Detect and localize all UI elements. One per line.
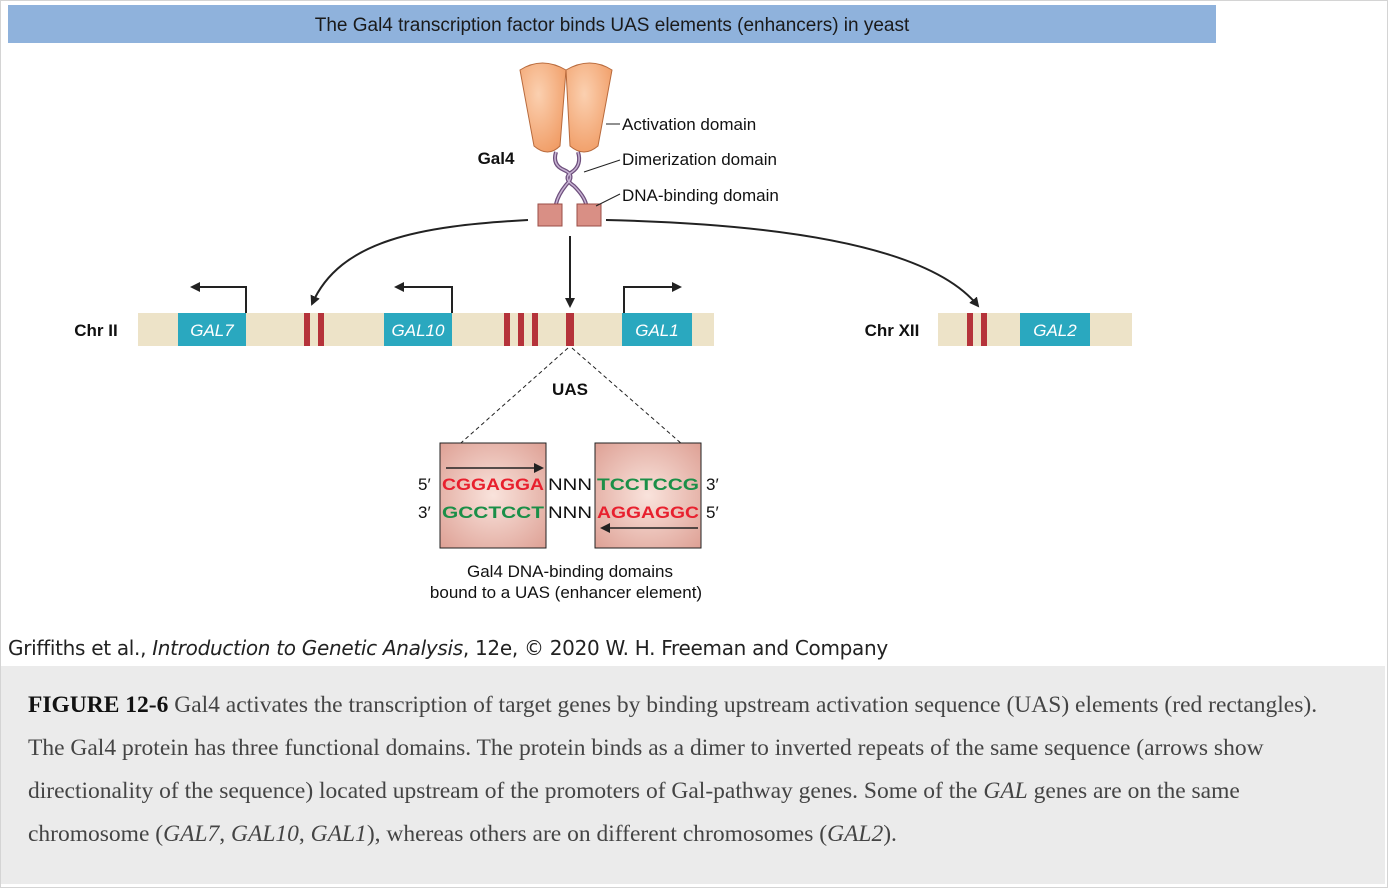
uas-caption-line2: bound to a UAS (enhancer element) (430, 583, 702, 602)
uas-mark (318, 313, 324, 346)
sequence-top-left: CGGAGGA (442, 475, 544, 494)
gal4-diagram: The Gal4 transcription factor binds UAS … (8, 5, 1216, 602)
caption-text: genes are on the same chromosome ( (28, 778, 1240, 847)
gene-label-gal1: GAL1 (635, 321, 678, 340)
zoom-line-left (443, 347, 569, 459)
uas-mark (504, 313, 510, 346)
credit-publisher: , 12e, © 2020 W. H. Freeman and Company (462, 636, 888, 660)
uas-label-bg (544, 377, 596, 401)
chromosome-xii: Chr XII GAL2 (865, 313, 1132, 346)
gene-box-gal2 (1020, 313, 1090, 346)
uas-detail: UAS 5′ CGGAGGA NNN TCCTCCG 3′ 3′ GCCTCCT… (418, 347, 719, 602)
caption-text: ), whereas others are on different chrom… (366, 821, 828, 847)
credit-book-title: Introduction to Genetic Analysis (152, 636, 463, 660)
dna-binding-domain-box-right (594, 442, 702, 549)
caption-text: ). (883, 821, 897, 847)
chromosome-ii: Chr II GAL7 GAL10 GAL1 (74, 282, 714, 346)
strand-end-label: 3′ (418, 503, 431, 522)
caption-gene: GAL (983, 778, 1028, 804)
gal4-protein: Gal4 Activation domain Dimerization doma… (478, 62, 779, 227)
zoom-line-right (571, 347, 699, 459)
sequence-bottom-left: GCCTCCT (442, 503, 545, 522)
caption-gene: GAL10 (231, 821, 299, 847)
gene-label-gal2: GAL2 (1033, 321, 1077, 340)
dna-binding-domain-box-left (439, 442, 547, 549)
strand-end-label: 5′ (706, 503, 719, 522)
dna-binding-domain-right (576, 203, 602, 227)
gene-box-gal1 (622, 313, 692, 346)
title-banner (8, 5, 1216, 43)
chr-xii-label: Chr XII (865, 321, 920, 340)
dna-binding-domain-left (537, 203, 563, 227)
caption-text: Gal4 activates the transcription of targ… (28, 692, 1318, 804)
uas-mark (981, 313, 987, 346)
strand-end-label: 5′ (418, 475, 431, 494)
activation-domain-label: Activation domain (622, 115, 756, 134)
sequence-top-right: TCCTCCG (597, 475, 699, 494)
binding-arrow-right (605, 219, 980, 308)
uas-mark (566, 313, 574, 346)
dna-binding-leader (595, 193, 621, 207)
source-credit: Griffiths et al., Introduction to Geneti… (8, 636, 888, 660)
gene-box-gal10 (384, 313, 452, 346)
activation-domain-left (519, 62, 567, 153)
figure-caption: FIGURE 12-6 Gal4 activates the transcrip… (28, 684, 1348, 856)
strand-end-label: 3′ (706, 475, 719, 494)
caption-gene: GAL1 (310, 821, 367, 847)
promoter-arrow-gal10 (394, 282, 453, 313)
uas-mark (304, 313, 310, 346)
binding-arrow-left (310, 219, 529, 306)
promoter-arrow-gal1 (623, 282, 682, 313)
credit-authors: Griffiths et al., (8, 636, 153, 660)
gene-label-gal10: GAL10 (392, 321, 445, 340)
dna-binding-domain-label: DNA-binding domain (622, 186, 779, 205)
uas-mark (532, 313, 538, 346)
sequence-bottom-right: AGGAGGC (597, 503, 699, 522)
caption-text: , (298, 821, 311, 847)
caption-text: , (219, 821, 231, 847)
gene-label-gal7: GAL7 (190, 321, 234, 340)
dimerization-leader (583, 159, 621, 173)
caption-gene: GAL7 (163, 821, 220, 847)
chr-ii-label: Chr II (74, 321, 117, 340)
uas-mark (967, 313, 973, 346)
promoter-arrow-gal7 (190, 282, 247, 313)
gal4-label: Gal4 (478, 149, 515, 168)
banner-title: The Gal4 transcription factor binds UAS … (315, 15, 910, 36)
uas-caption-line1: Gal4 DNA-binding domains (467, 562, 673, 581)
uas-label: UAS (552, 380, 588, 399)
figure-label: FIGURE 12-6 (28, 692, 169, 718)
dimerization-domain-label: Dimerization domain (622, 150, 777, 169)
uas-mark (518, 313, 524, 346)
caption-gene: GAL2 (827, 821, 884, 847)
spacer-bottom: NNN (548, 503, 592, 522)
caption-background (1, 666, 1385, 884)
spacer-top: NNN (548, 475, 592, 494)
activation-domain-right (565, 62, 613, 153)
gene-box-gal7 (178, 313, 246, 346)
